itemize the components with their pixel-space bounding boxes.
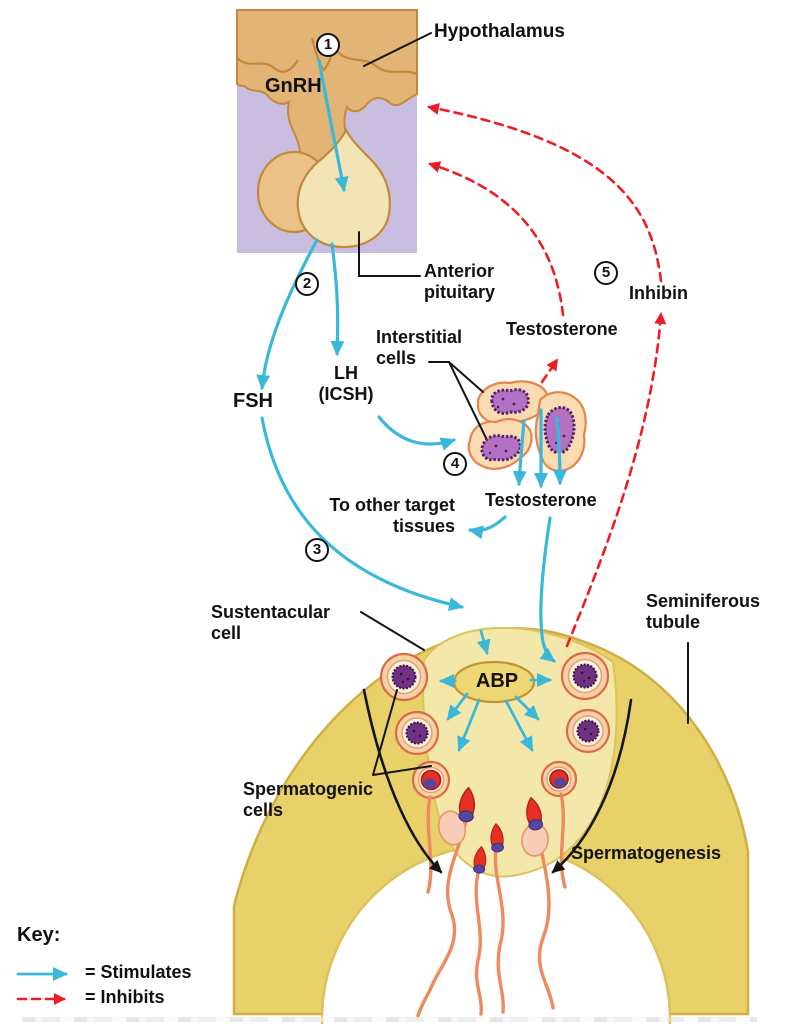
- step-1-badge: 1: [316, 33, 340, 57]
- sustentacular-cell-label: Sustentacular cell: [211, 602, 331, 643]
- key-title: Key:: [17, 924, 61, 946]
- spermatogenic-cells-label: Spermatogenic cells: [243, 779, 374, 820]
- interstitial-cells-label: Interstitial cells: [376, 327, 463, 368]
- inhibin-label: Inhibin: [629, 283, 688, 303]
- abp-label: ABP: [475, 670, 519, 692]
- spermatogenesis-label: Spermatogenesis: [571, 843, 722, 863]
- key-stimulates-label: = Stimulates: [85, 962, 192, 982]
- early-spermatid-cell: [411, 760, 451, 800]
- seminiferous-tubule-label: Seminiferous tubule: [646, 591, 761, 632]
- testosterone-lower-label: Testosterone: [485, 490, 597, 510]
- fsh-label: FSH: [233, 390, 273, 412]
- key-arrows: [16, 967, 68, 1005]
- interstitial-cells-shape: [467, 380, 587, 472]
- to-other-target-tissues-label: To other target tissues: [329, 495, 455, 536]
- gnrh-label: GnRH: [265, 75, 322, 97]
- inhibits-arrows: [427, 103, 667, 648]
- hypothalamus-label: Hypothalamus: [434, 21, 565, 42]
- seminiferous-tubule-shape: [232, 626, 750, 1024]
- lh-label: LH (ICSH): [318, 363, 374, 404]
- step-2-badge: 2: [295, 272, 319, 296]
- cut-off-caption: [22, 1017, 757, 1022]
- spermatogenic-cells-shape: [379, 651, 611, 800]
- spermatogenesis-arrows: [362, 688, 633, 874]
- stimulates-arrows: [256, 58, 567, 752]
- sperm-group: [416, 786, 567, 1018]
- key-inhibits-label: = Inhibits: [85, 987, 165, 1007]
- pointer-lines: [358, 32, 689, 776]
- early-spermatid-cell: [540, 760, 578, 798]
- step-4-badge: 4: [443, 452, 467, 476]
- step-5-badge: 5: [594, 261, 618, 285]
- testosterone-upper-label: Testosterone: [506, 319, 618, 339]
- step-3-badge: 3: [305, 538, 329, 562]
- anterior-pituitary-label: Anterior pituitary: [424, 261, 496, 302]
